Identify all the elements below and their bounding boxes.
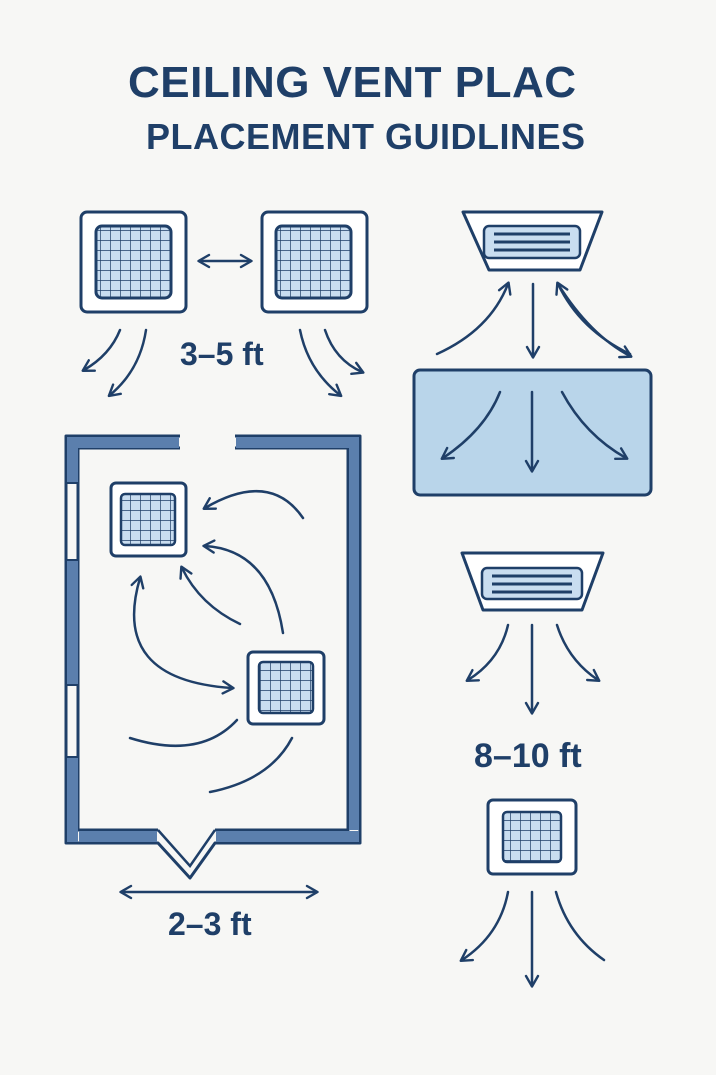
- airflow-arrow-icon: [435, 281, 633, 359]
- ceiling-diffuser-icon: [461, 210, 604, 272]
- room-floor-plan: [64, 434, 362, 880]
- square-vent-icon: [109, 481, 188, 558]
- page-title: CEILING VENT PLAC: [128, 58, 577, 107]
- page-subtitle: PLACEMENT GUIDLINES: [146, 116, 586, 157]
- airflow-arrow-icon: [128, 490, 305, 794]
- square-vent-icon: [79, 210, 188, 314]
- ceiling-height-label: 8–10 ft: [474, 737, 582, 775]
- vent-spacing-label: 3–5 ft: [180, 336, 264, 372]
- airflow-arrow-icon: [465, 623, 601, 715]
- airflow-arrow-icon: [459, 890, 606, 988]
- square-vent-icon: [246, 650, 326, 726]
- square-vent-icon: [260, 210, 369, 314]
- wall-clearance-label: 2–3 ft: [168, 906, 252, 942]
- airflow-arrow-icon: [81, 328, 365, 398]
- square-vent-icon: [486, 798, 578, 876]
- airflow-arrow-icon: [440, 390, 629, 473]
- ceiling-diffuser-icon: [460, 551, 605, 612]
